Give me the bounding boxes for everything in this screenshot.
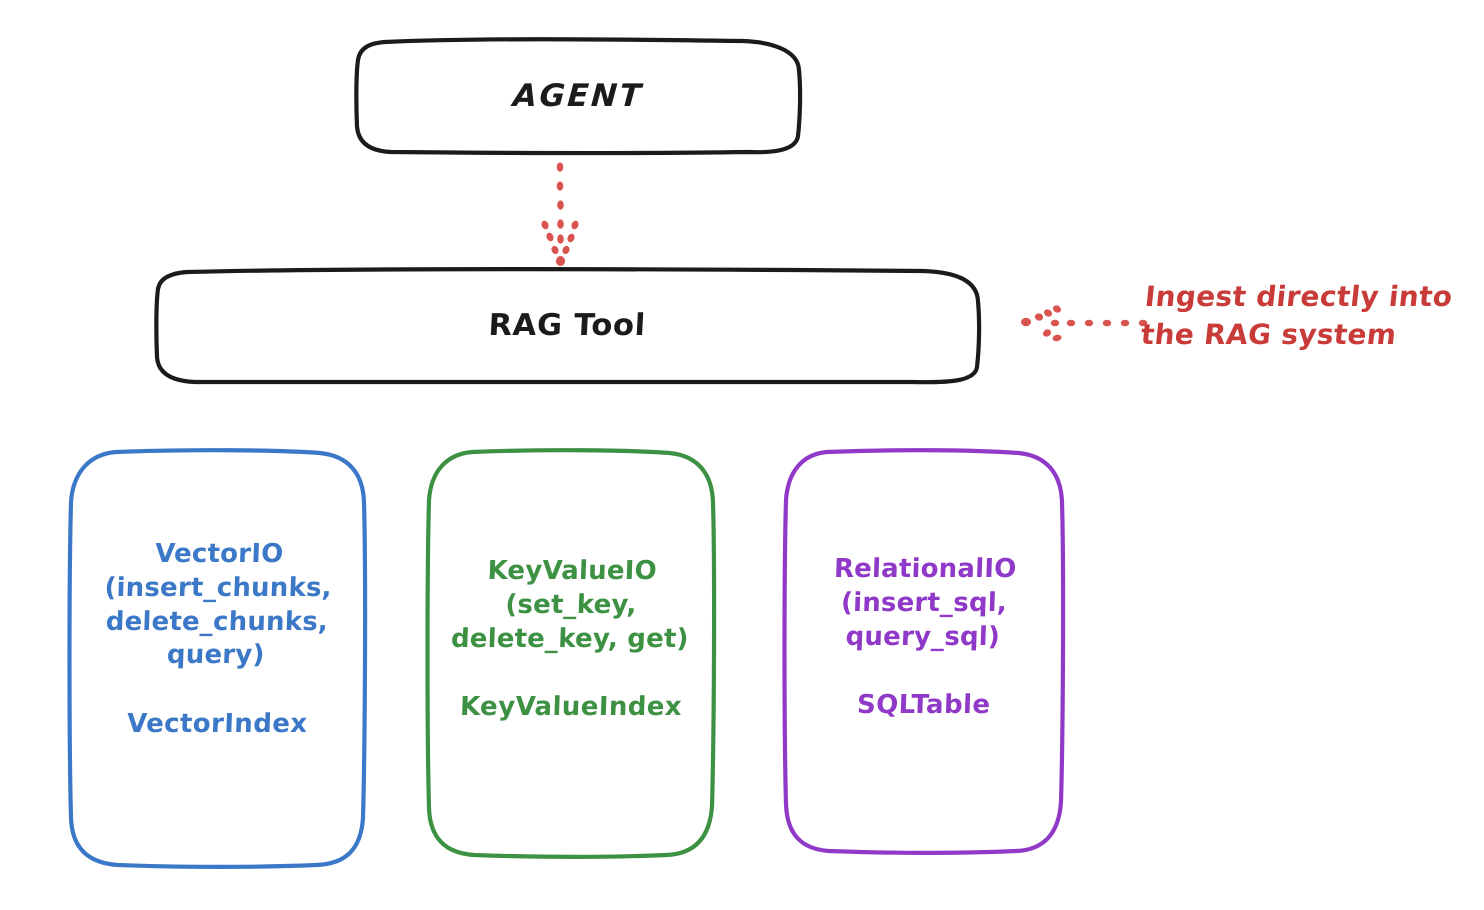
rag-tool-label: RAG Tool [487,308,648,344]
relational-io-api-label: RelationalIO (insert_sql, query_sql) [833,554,1017,652]
key-value-io-content: KeyValueIO (set_key, delete_key, get) Ke… [428,555,714,722]
node-rag-tool[interactable]: RAG Tool [154,267,982,386]
node-vector-io[interactable]: VectorIO (insert_chunks, delete_chunks, … [67,448,368,869]
key-value-io-impl-label: KeyValueIndex [459,692,683,723]
vector-io-api-label: VectorIO (insert_chunks, delete_chunks, … [103,539,333,671]
relational-io-impl-label: SQLTable [856,690,992,721]
node-relational-io[interactable]: RelationalIO (insert_sql, query_sql) SQL… [782,448,1066,855]
connector-agent-to-rag-tool [541,162,579,266]
vector-io-impl-label: VectorIndex [126,709,309,740]
vector-io-content: VectorIO (insert_chunks, delete_chunks, … [70,538,365,739]
annotation-ingest-text: Ingest directly into the RAG system [1139,280,1455,351]
connector-ingest-arrow [1021,305,1148,342]
node-key-value-io[interactable]: KeyValueIO (set_key, delete_key, get) Ke… [425,448,717,859]
node-agent[interactable]: AGENT [354,37,803,156]
agent-label: AGENT [512,77,645,114]
key-value-io-api-label: KeyValueIO (set_key, delete_key, get) [450,556,690,654]
relational-io-content: RelationalIO (insert_sql, query_sql) SQL… [785,553,1063,720]
